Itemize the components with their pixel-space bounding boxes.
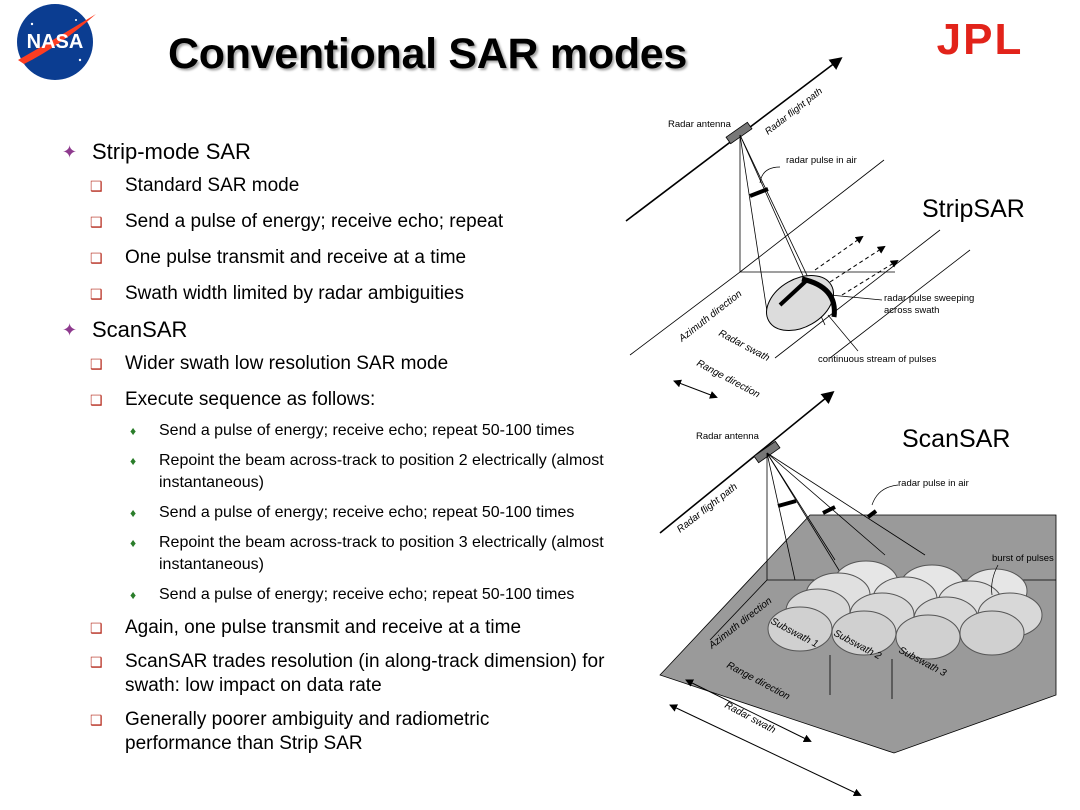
sub-bullet-item: ♦Send a pulse of energy; receive echo; r… xyxy=(62,502,642,524)
diamond-bullet-icon: ♦ xyxy=(130,536,137,550)
checkbox-bullet-icon: ❑ xyxy=(90,356,103,372)
diamond-bullet-icon: ♦ xyxy=(130,454,137,468)
bullet-item: ❑Wider swath low resolution SAR mode xyxy=(90,353,449,374)
bullet-item: ❑One pulse transmit and receive at a tim… xyxy=(90,247,467,268)
checkbox-bullet-icon: ❑ xyxy=(90,286,103,302)
sub-bullet-item: ♦Send a pulse of energy; receive echo; r… xyxy=(62,584,642,606)
scan-pulse-label: radar pulse in air xyxy=(898,478,969,489)
checkbox-bullet-icon: ❑ xyxy=(90,620,103,636)
sub-bullet-item: ♦Repoint the beam across-track to positi… xyxy=(130,534,604,573)
scan-flight-path-arrow xyxy=(659,390,835,534)
strip-stream-label: continuous stream of pulses xyxy=(818,354,937,365)
strip-footprint xyxy=(766,275,834,331)
bullet-strip-mode: ✦ Strip-mode SAR xyxy=(62,139,251,164)
page-title: Conventional SAR modes xyxy=(168,30,688,78)
scan-flight-path-label: Radar flight path xyxy=(675,481,740,535)
diamond-bullet-icon: ♦ xyxy=(130,506,137,520)
stripsar-label: StripSAR xyxy=(922,195,1025,223)
nasa-logo-text: NASA xyxy=(27,31,84,53)
sub-bullet-item: ♦Repoint the beam across-track to positi… xyxy=(130,452,604,491)
scansar-label: ScanSAR xyxy=(902,425,1010,453)
bullet-item: ❑Swath width limited by radar ambiguitie… xyxy=(90,283,464,304)
bullet-item: ❑Again, one pulse transmit and receive a… xyxy=(90,617,522,638)
checkbox-bullet-icon: ❑ xyxy=(90,178,103,194)
bullet-item: ❑Generally poorer ambiguity and radiomet… xyxy=(90,709,490,754)
bullet-item: ❑Execute sequence as follows: xyxy=(90,389,376,410)
checkbox-bullet-icon: ❑ xyxy=(90,214,103,230)
strip-range-label: Range direction xyxy=(695,358,762,401)
checkbox-bullet-icon: ❑ xyxy=(90,392,103,408)
pulse-in-air-mark xyxy=(749,187,769,198)
scan-burst-label: burst of pulses xyxy=(992,553,1054,564)
bullet-item: ❑ScanSAR trades resolution (in along-tra… xyxy=(90,651,605,696)
strip-antenna-label: Radar antenna xyxy=(668,119,732,130)
checkbox-bullet-icon: ❑ xyxy=(90,712,103,728)
scan-antenna-label: Radar antenna xyxy=(696,431,760,442)
diamond-bullet-icon: ♦ xyxy=(130,424,137,438)
sar-diagrams: Radar antenna Radar flight path radar pu… xyxy=(620,55,1075,805)
strip-sweeping-label-1: radar pulse sweeping xyxy=(884,293,974,304)
star-bullet-icon: ✦ xyxy=(62,142,78,162)
checkbox-bullet-icon: ❑ xyxy=(90,250,103,266)
diamond-bullet-icon: ♦ xyxy=(130,588,137,602)
bullet-item: ❑Standard SAR mode xyxy=(90,175,300,196)
stripsar-diagram: Radar antenna Radar flight path radar pu… xyxy=(625,57,1025,401)
strip-pulse-label: radar pulse in air xyxy=(786,155,857,166)
checkbox-bullet-icon: ❑ xyxy=(90,654,103,670)
strip-sweeping-label-2: across swath xyxy=(884,305,939,316)
jpl-logo-text: JPL xyxy=(937,18,1024,60)
strip-swath-label: Radar swath xyxy=(717,328,772,364)
sar-diagram-svg: Radar antenna Radar flight path radar pu… xyxy=(625,57,1057,797)
star-bullet-icon: ✦ xyxy=(62,320,78,340)
bullet-scansar: ✦ ScanSAR xyxy=(62,317,188,342)
bullet-list: ✦ Strip-mode SAR ❑Standard SAR mode ❑Sen… xyxy=(62,138,642,756)
bullet-item: ❑Send a pulse of energy; receive echo; r… xyxy=(90,211,504,232)
sub-bullet-item: ♦Send a pulse of energy; receive echo; r… xyxy=(62,420,642,442)
nasa-logo: NASA xyxy=(17,4,96,80)
scansar-diagram: Radar antenna ScanSAR radar pulse in air… xyxy=(659,390,1057,797)
radar-antenna xyxy=(725,121,753,145)
jpl-logo: JPL xyxy=(937,18,1024,60)
